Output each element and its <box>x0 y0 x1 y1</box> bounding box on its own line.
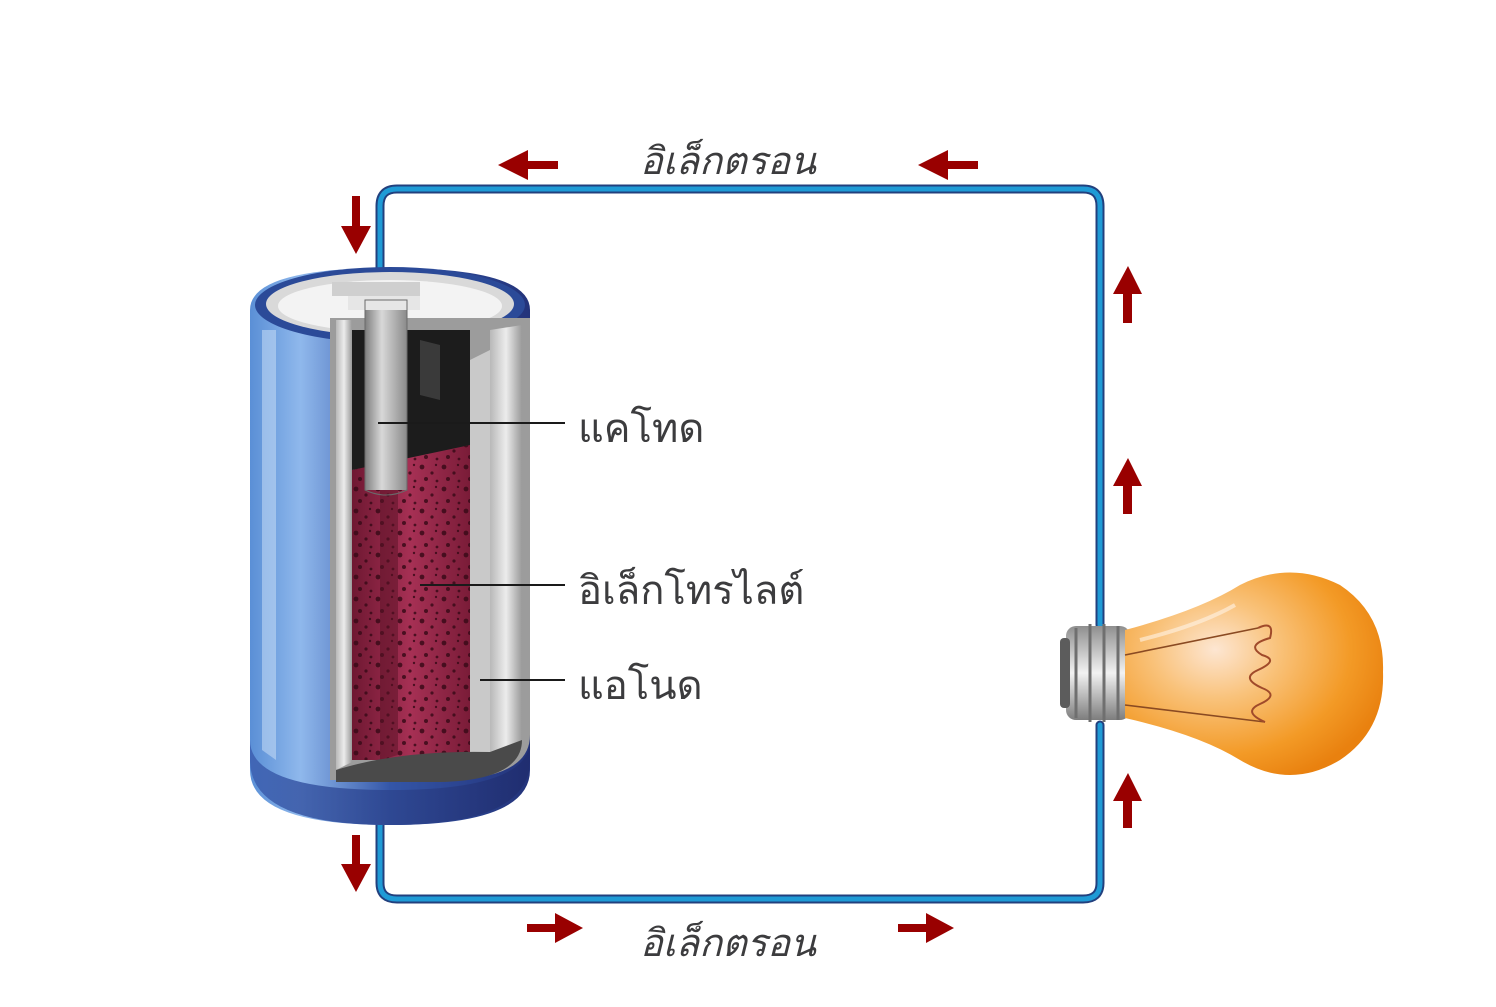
arrow-icon <box>1113 458 1142 514</box>
arrow-icon <box>898 913 954 943</box>
electron-flow-label-bottom: อิเล็กตรอน <box>640 921 816 965</box>
light-bulb-icon <box>1060 572 1384 775</box>
arrow-icon <box>1113 773 1142 828</box>
anode-label: แอโนด <box>578 663 703 709</box>
electrolyte-label: อิเล็กโทรไลต์ <box>578 568 805 614</box>
arrow-icon <box>498 150 558 180</box>
circuit-wire <box>375 184 1105 904</box>
cathode-label: แคโทด <box>578 406 705 452</box>
arrow-icon <box>918 150 978 180</box>
electron-flow-label-top: อิเล็กตรอน <box>640 139 816 183</box>
arrow-icon <box>527 913 583 943</box>
arrow-icon <box>341 835 371 892</box>
arrow-icon <box>341 196 371 254</box>
battery-cutaway-icon <box>250 267 530 825</box>
arrow-icon <box>1113 266 1142 323</box>
